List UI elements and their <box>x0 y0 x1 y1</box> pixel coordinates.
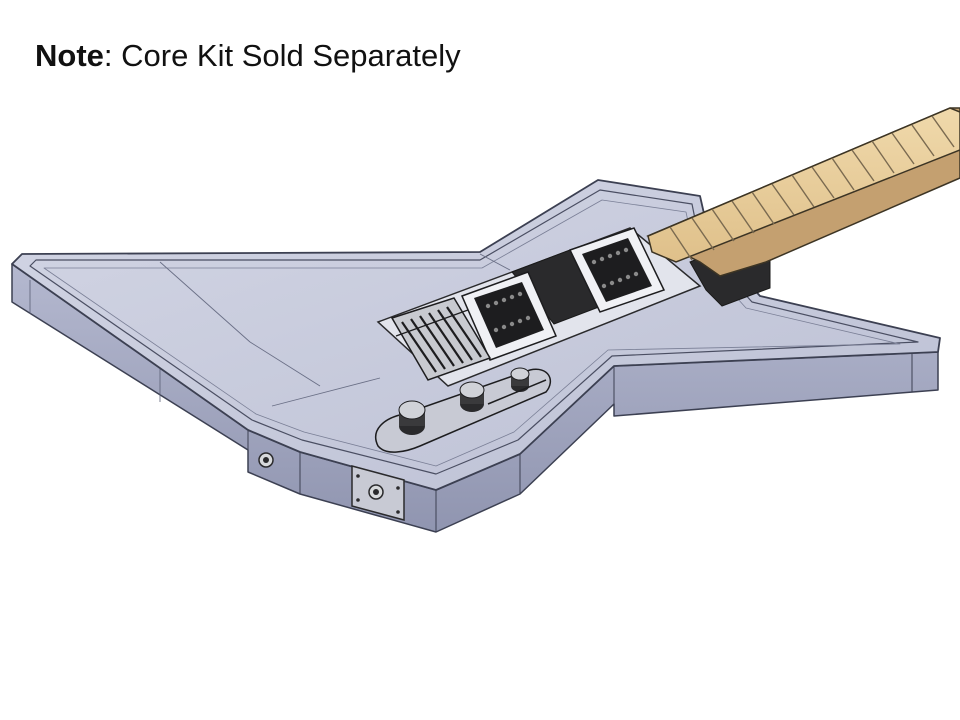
note-separator: : <box>103 38 113 73</box>
note-caption: Note: Core Kit Sold Separately <box>35 36 461 76</box>
output-jack-plate <box>351 465 405 521</box>
bridge-pickup <box>460 271 558 361</box>
output-jack-side <box>258 452 274 468</box>
note-label: Note <box>35 38 104 73</box>
bridge <box>390 297 492 381</box>
control-plate <box>375 367 551 453</box>
pickup-selector-switch <box>510 367 530 392</box>
tone-knob <box>459 381 485 412</box>
note-text: Core Kit Sold Separately <box>112 38 461 73</box>
volume-knob <box>398 400 426 435</box>
guitar-neck <box>646 107 960 277</box>
neck-pickup <box>568 227 666 313</box>
